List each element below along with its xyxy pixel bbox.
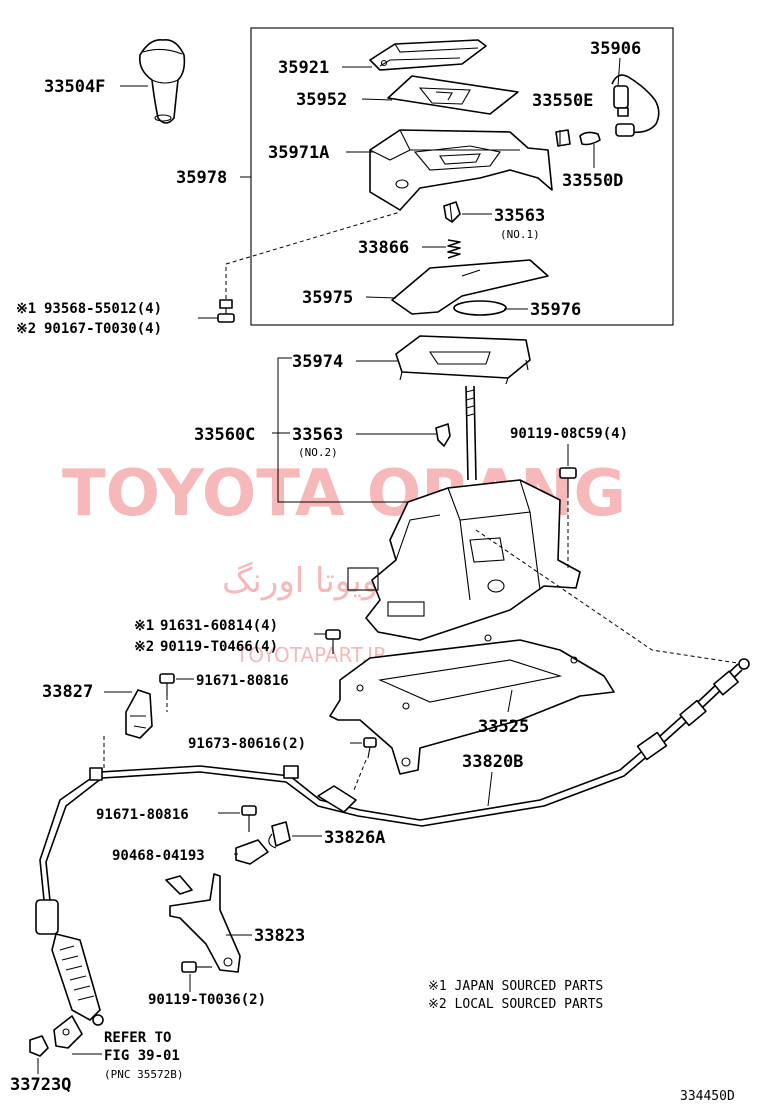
- label-spring: 33866: [358, 238, 409, 258]
- bracket-base[interactable]: [329, 634, 615, 775]
- label-cover-plate: 35921: [278, 58, 329, 78]
- screw-upper[interactable]: [217, 299, 235, 323]
- note-japan: ※1 JAPAN SOURCED PARTS: [428, 979, 603, 994]
- label-mark-2-lower: ※2: [134, 639, 154, 655]
- cable-bracket-left[interactable]: [125, 689, 153, 739]
- clip[interactable]: [235, 839, 269, 865]
- indicator-plate[interactable]: [387, 75, 519, 115]
- slide-seal[interactable]: [453, 300, 507, 316]
- label-stopper-no1-sub: (NO.1): [500, 228, 540, 241]
- bulb-d[interactable]: [579, 131, 601, 146]
- label-bolt-top: 90119-08C59(4): [510, 426, 628, 442]
- figure-code: 334450D: [680, 1089, 735, 1104]
- label-bulb-e: 33550E: [532, 91, 593, 111]
- label-bolt-e: 90119-T0036(2): [148, 992, 266, 1008]
- bulb-e[interactable]: [555, 129, 571, 147]
- end-part[interactable]: [29, 1035, 49, 1057]
- label-slide-seal: 35976: [530, 300, 581, 320]
- watermark-persian: تویوتا اورنگ: [222, 561, 389, 601]
- bolt-d[interactable]: [241, 805, 257, 832]
- label-shift-knob: 33504F: [44, 77, 105, 97]
- leader-control-cable: [487, 771, 493, 807]
- label-position-plate: 35974: [292, 352, 343, 372]
- refer-line-3: (PNC 35572B): [104, 1068, 183, 1081]
- dashline-screw: [225, 211, 401, 306]
- dashline-bolt-c: [353, 759, 367, 791]
- bolt-top-right[interactable]: [559, 467, 577, 494]
- label-mark-1-lower: ※1: [134, 618, 154, 634]
- label-cable-clamp: 33826A: [324, 828, 385, 848]
- label-stopper-no1: 33563: [494, 206, 545, 226]
- refer-line-2: FIG 39-01: [104, 1048, 180, 1064]
- label-stopper-no2-sub: (NO.2): [298, 446, 338, 459]
- shift-lever-housing[interactable]: [347, 479, 581, 641]
- slide-plate[interactable]: [391, 259, 549, 315]
- label-shift-lever-assy: 33560C: [194, 425, 255, 445]
- leader-indicator-plate: [361, 98, 393, 101]
- label-bracket-base: 33525: [478, 717, 529, 737]
- label-slide-plate: 35975: [302, 288, 353, 308]
- position-plate[interactable]: [395, 335, 531, 385]
- leader-lamp-socket: [617, 57, 621, 87]
- label-screw-2: 90167-T0030(4): [44, 321, 162, 337]
- label-control-cable: 33820B: [462, 752, 523, 772]
- shift-lever-rod[interactable]: [465, 385, 477, 481]
- label-stopper-no2: 33563: [292, 425, 343, 445]
- label-end-part: 33723Q: [10, 1075, 71, 1095]
- label-bolt-c: 91673-80616(2): [188, 736, 306, 752]
- lamp-socket[interactable]: [611, 74, 660, 137]
- refer-part[interactable]: [53, 1015, 83, 1049]
- label-cable-bracket: 33823: [254, 926, 305, 946]
- refer-line-1: REFER TO: [104, 1030, 171, 1046]
- label-bolt-b: 91671-80816: [196, 673, 289, 689]
- indicator-housing[interactable]: [369, 129, 553, 211]
- cable-bracket[interactable]: [165, 873, 241, 973]
- label-screw-1: 93568-55012(4): [44, 301, 162, 317]
- watermark-site: TOYOTAPART.IR: [235, 643, 387, 667]
- bolt-b[interactable]: [159, 673, 175, 696]
- label-bulb-d: 33550D: [562, 171, 623, 191]
- shift-knob[interactable]: [138, 38, 186, 124]
- cover-plate[interactable]: [369, 39, 487, 71]
- label-cable-bracket-left: 33827: [42, 682, 93, 702]
- label-bolt-a1: 91631-60814(4): [160, 618, 278, 634]
- stopper-no1[interactable]: [443, 201, 461, 223]
- label-mark-1-upper: ※1: [16, 301, 36, 317]
- dashline-cable-top: [475, 529, 745, 665]
- label-indicator-plate: 35952: [296, 90, 347, 110]
- label-indicator-assy: 35978: [176, 168, 227, 188]
- stopper-no2[interactable]: [435, 423, 451, 447]
- label-bolt-a2: 90119-T0466(4): [160, 639, 278, 655]
- bolt-c[interactable]: [363, 737, 377, 759]
- leader-slide-plate: [365, 296, 397, 299]
- cable-clamp[interactable]: [268, 785, 357, 849]
- label-lamp-socket: 35906: [590, 39, 641, 59]
- bracket-shift-lever: [277, 357, 408, 503]
- label-bolt-d: 91671-80816: [96, 807, 189, 823]
- label-clip: 90468-04193: [112, 848, 205, 864]
- note-local: ※2 LOCAL SOURCED PARTS: [428, 997, 603, 1012]
- label-mark-2-upper: ※2: [16, 321, 36, 337]
- spring[interactable]: [447, 239, 461, 259]
- bolt-e[interactable]: [181, 961, 212, 973]
- leader-bracket-base: [507, 689, 513, 713]
- label-indicator-housing: 35971A: [268, 143, 329, 163]
